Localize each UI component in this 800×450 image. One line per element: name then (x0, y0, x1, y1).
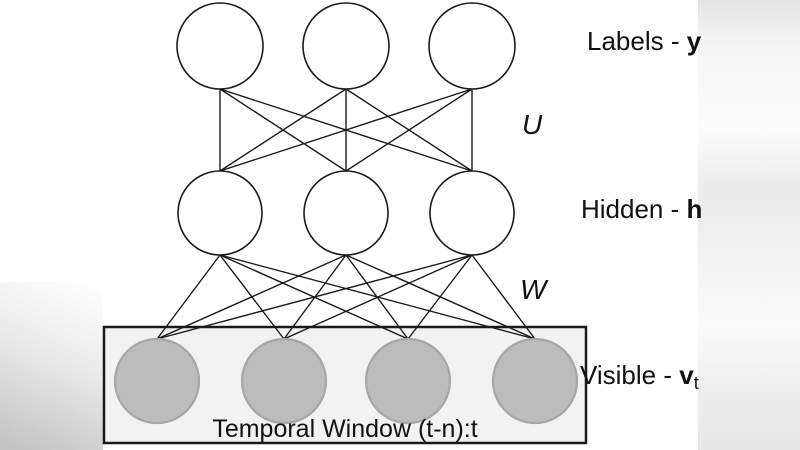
connection-line (219, 88, 473, 172)
labels-layer-label: Labels - y (587, 26, 702, 56)
connection-line (407, 254, 473, 340)
connection-line (219, 88, 347, 172)
labels-node-3 (428, 2, 516, 90)
connection-line (156, 254, 473, 340)
connection-line (156, 254, 347, 340)
visible-node-2 (240, 337, 328, 425)
visible-layer-label: Visible - vt (580, 360, 699, 393)
visible-node-1 (113, 337, 201, 425)
visible-layer-nodes (113, 337, 579, 425)
weight-u-connections (219, 88, 473, 172)
connection-line (345, 88, 473, 172)
connection-line (471, 254, 536, 340)
background-gradient-left-bottom (0, 282, 103, 450)
visible-node-4 (491, 337, 579, 425)
connection-line (156, 254, 221, 340)
hidden-layer-label: Hidden - h (581, 194, 703, 224)
hidden-node-2 (303, 170, 389, 256)
labels-layer-nodes (176, 2, 516, 90)
visible-node-3 (364, 337, 452, 425)
weight-w-connections (156, 254, 536, 340)
hidden-node-3 (429, 170, 515, 256)
labels-node-2 (302, 2, 390, 90)
weight-w-label: W (520, 274, 547, 305)
hidden-node-1 (177, 170, 263, 256)
connection-line (283, 254, 473, 340)
hidden-layer-nodes (177, 170, 515, 256)
labels-node-1 (176, 2, 264, 90)
weight-u-label: U (522, 109, 543, 140)
background-gradient-right (698, 0, 800, 450)
temporal-window-label: Temporal Window (t-n):t (212, 415, 478, 443)
